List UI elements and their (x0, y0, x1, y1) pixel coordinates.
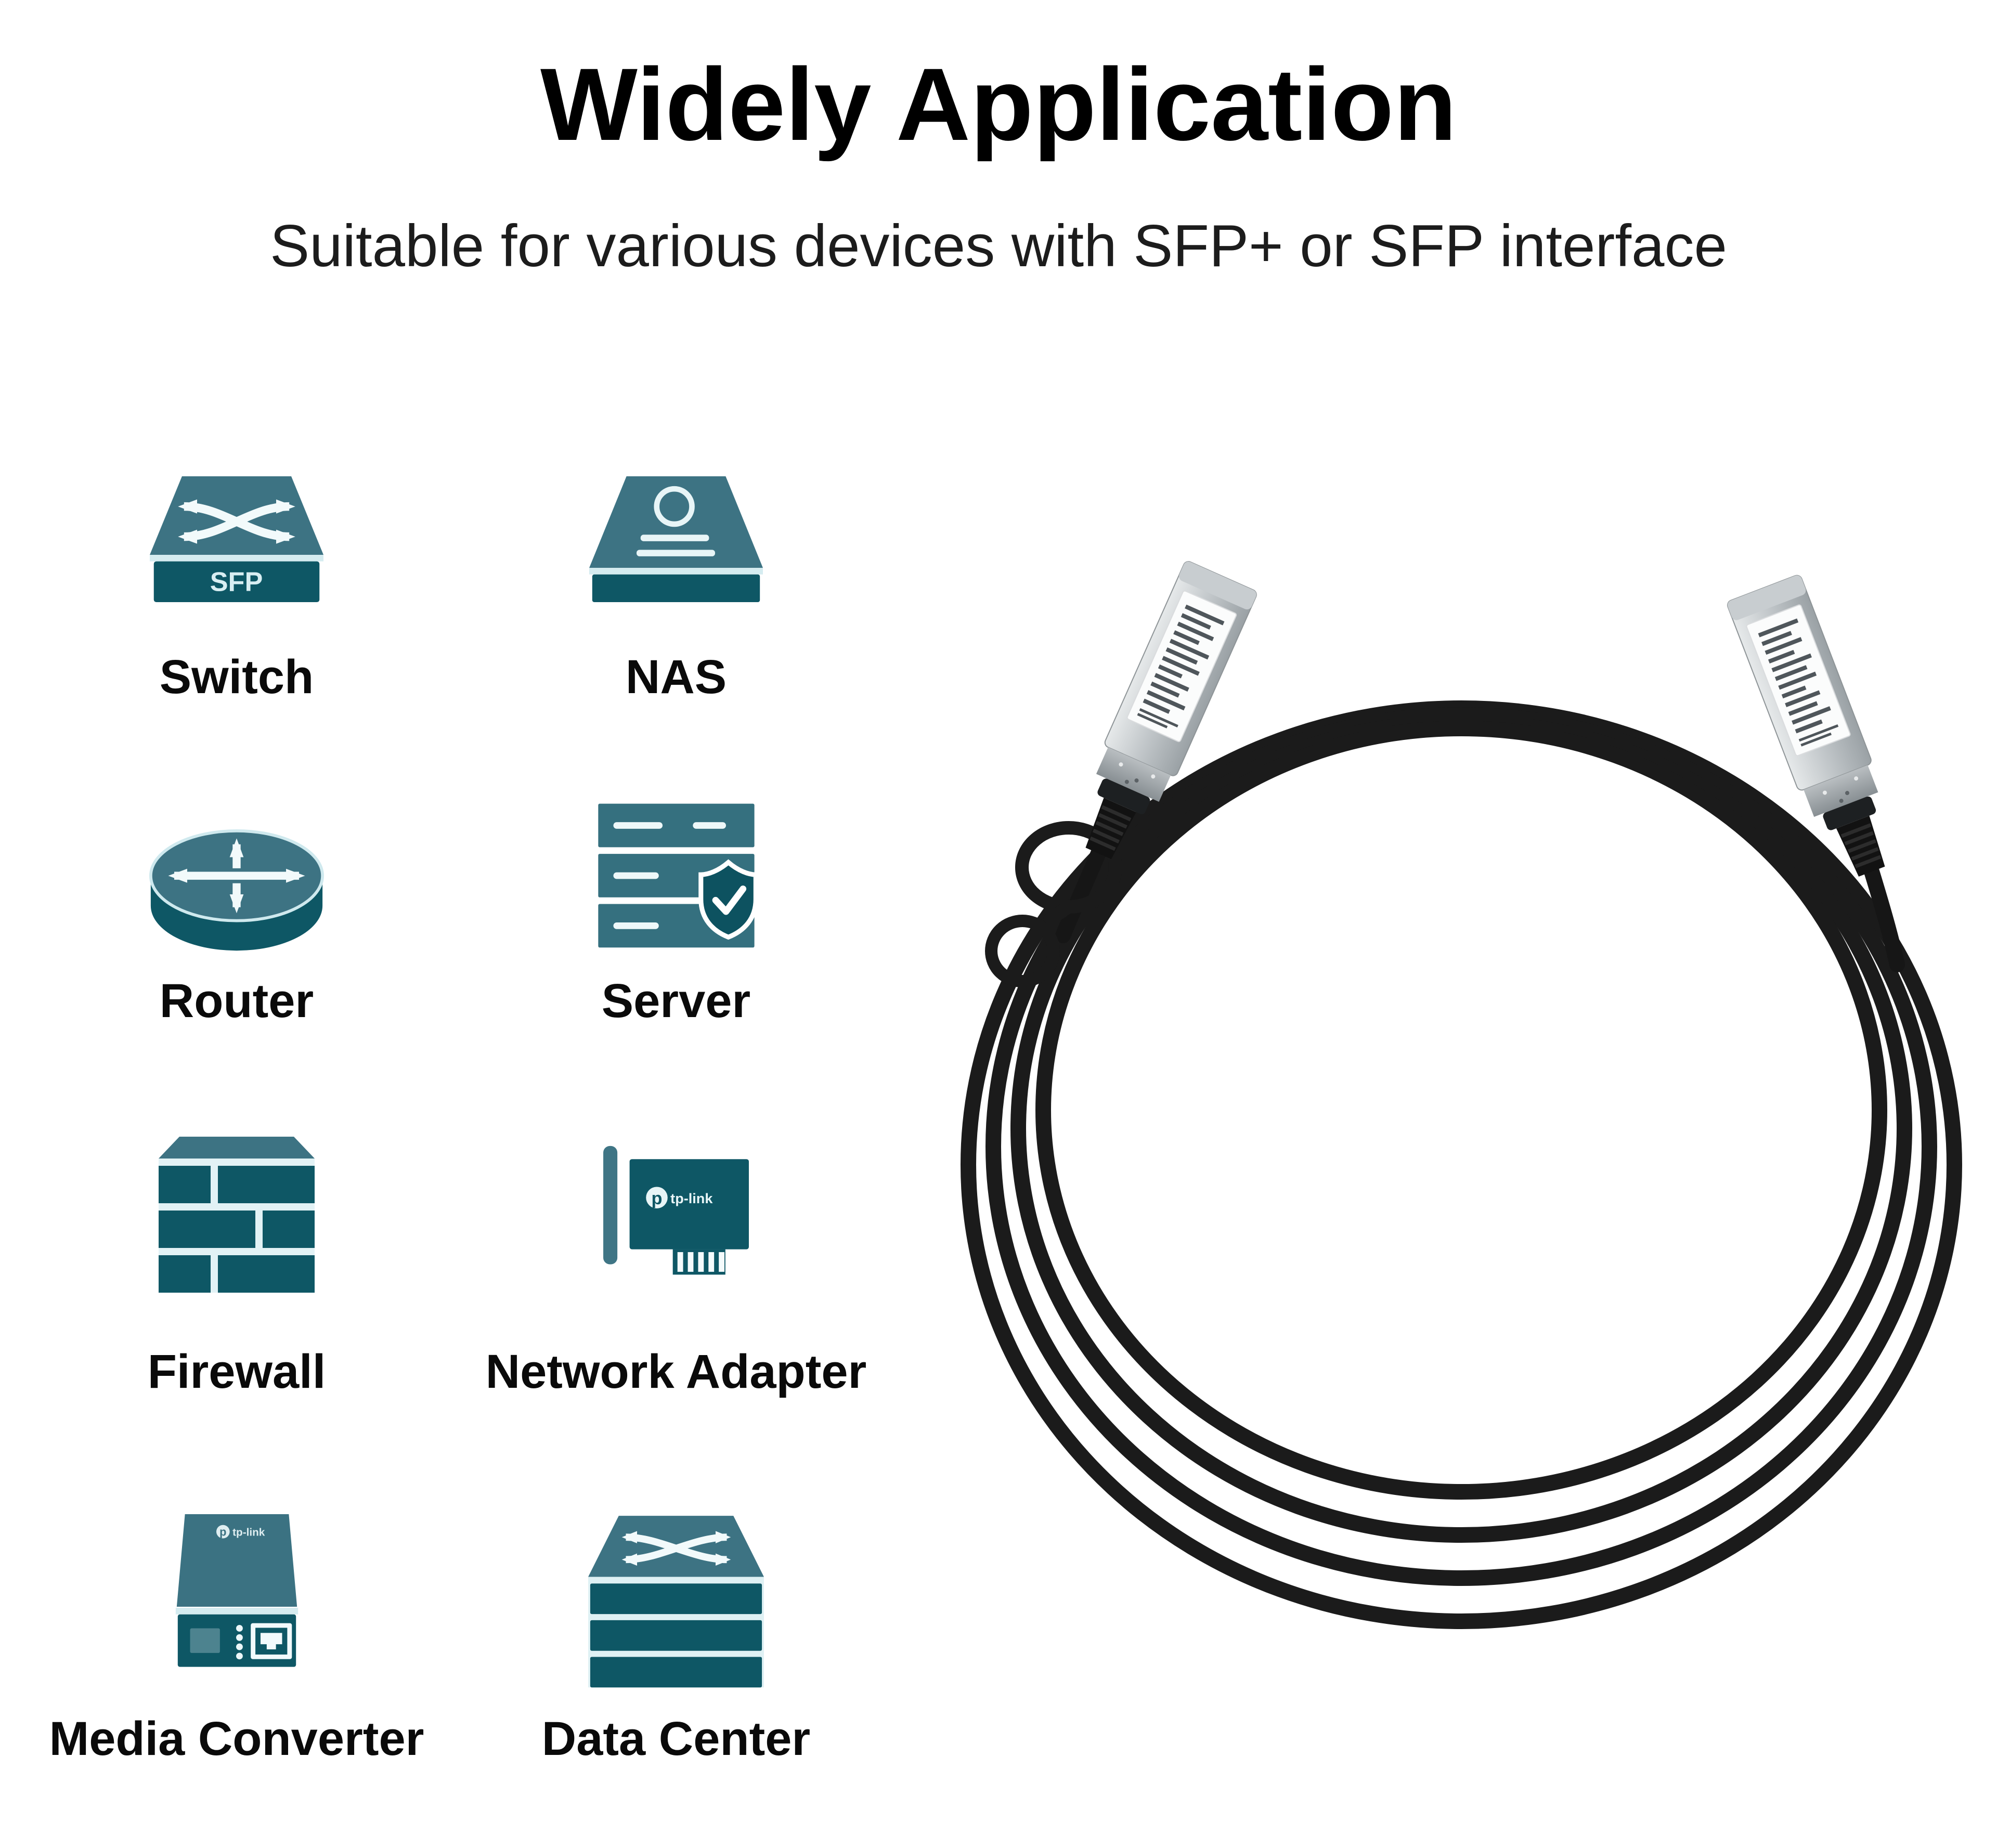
cable-tie-strap (1043, 900, 1075, 927)
firewall-icon (159, 1137, 315, 1293)
device-item-nas: NAS (494, 469, 858, 704)
page-subtitle: Suitable for various devices with SFP+ o… (270, 213, 1727, 279)
device-item-firewall: Firewall (55, 1134, 419, 1398)
device-item-data-center: Data Center (494, 1512, 858, 1765)
switch-icon-wrap: SFP (150, 469, 323, 604)
nas-icon-wrap (589, 469, 763, 604)
cable-coil (961, 700, 1962, 1629)
nas-icon (589, 476, 763, 603)
server-icon (598, 803, 758, 948)
device-label-network-adapter: Network Adapter (485, 1345, 867, 1398)
cable-tails (1055, 845, 1905, 972)
device-label-server: Server (601, 974, 751, 1027)
shield-check-icon (698, 859, 758, 940)
sc-fiber-port (190, 1628, 220, 1653)
tp-link-logo: p tp-link (646, 1187, 713, 1209)
rj45-port (250, 1623, 292, 1659)
network-adapter-icon: p tp-link (603, 1146, 749, 1275)
firewall-icon-wrap (159, 1134, 315, 1301)
tp-link-logo: p tp-link (216, 1525, 265, 1539)
device-label-media-converter: Media Converter (49, 1712, 424, 1765)
svg-text:p: p (651, 1189, 662, 1208)
media-converter-icon-wrap: p tp-link (167, 1512, 306, 1695)
device-item-network-adapter: p tp-link Network Adapter (486, 1134, 866, 1398)
product-photo-sfp-dac-cable (961, 559, 1962, 1629)
led-indicators (236, 1625, 243, 1660)
device-item-switch: SFP Switch (55, 469, 419, 704)
device-item-server: Server (494, 801, 858, 1027)
router-icon (149, 829, 324, 951)
svg-text:tp-link: tp-link (232, 1527, 265, 1539)
device-item-media-converter: p tp-link Media Converter (49, 1512, 424, 1765)
sfp-badge: SFP (210, 567, 263, 597)
device-label-data-center: Data Center (541, 1712, 811, 1765)
data-center-icon (588, 1516, 764, 1688)
device-label-router: Router (159, 974, 314, 1027)
svg-text:p: p (219, 1526, 226, 1539)
network-adapter-icon-wrap: p tp-link (599, 1134, 754, 1301)
data-center-icon-wrap (588, 1512, 764, 1695)
switch-icon: SFP (150, 476, 323, 603)
router-icon-wrap (149, 801, 324, 954)
server-icon-wrap (594, 801, 758, 954)
device-label-nas: NAS (625, 650, 727, 704)
svg-text:tp-link: tp-link (670, 1190, 713, 1206)
device-label-switch: Switch (159, 650, 314, 704)
device-item-router: Router (55, 801, 419, 1027)
device-label-firewall: Firewall (147, 1345, 326, 1398)
media-converter-icon: p tp-link (175, 1514, 298, 1667)
page-title: Widely Application (540, 47, 1457, 162)
